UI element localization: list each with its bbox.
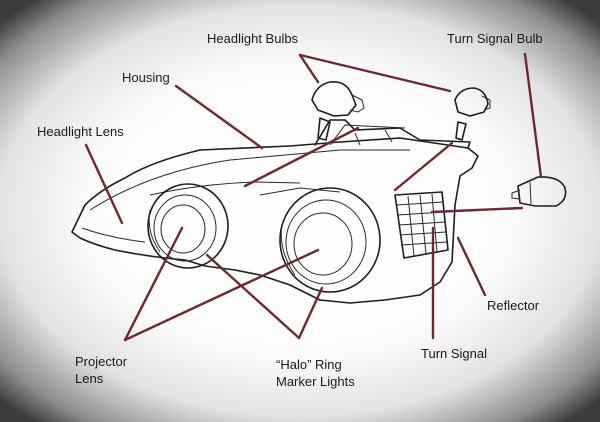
- projector-lens-line-2: Lens: [75, 371, 104, 386]
- right-projector-drawing: [279, 187, 381, 293]
- headlight-bulbs-label: Headlight Bulbs: [207, 31, 299, 46]
- turn-signal-grille-drawing: [394, 191, 449, 259]
- leader-lines: [84, 52, 543, 342]
- projector-lens-line-1: Projector: [75, 354, 128, 369]
- projector-lens-label: Projector Lens: [75, 353, 127, 387]
- turn-signal-bulb-drawing: [511, 176, 567, 207]
- headlight-bulb-left-drawing: [311, 80, 365, 141]
- halo-ring-label: “Halo” Ring Marker Lights: [276, 356, 355, 390]
- turn-signal-label: Turn Signal: [421, 346, 487, 361]
- halo-ring-line-1: “Halo” Ring: [276, 357, 342, 372]
- housing-label: Housing: [122, 70, 170, 85]
- headlight-bulb-right-drawing: [454, 87, 491, 141]
- turn-signal-bulb-label: Turn Signal Bulb: [447, 31, 543, 46]
- left-projector-drawing: [147, 183, 229, 269]
- rear-housing-drawing: [314, 119, 471, 149]
- reflector-label: Reflector: [487, 298, 540, 313]
- headlight-housing-drawing: [71, 137, 479, 304]
- headlight-lens-label: Headlight Lens: [37, 124, 124, 139]
- halo-ring-line-2: Marker Lights: [276, 374, 355, 389]
